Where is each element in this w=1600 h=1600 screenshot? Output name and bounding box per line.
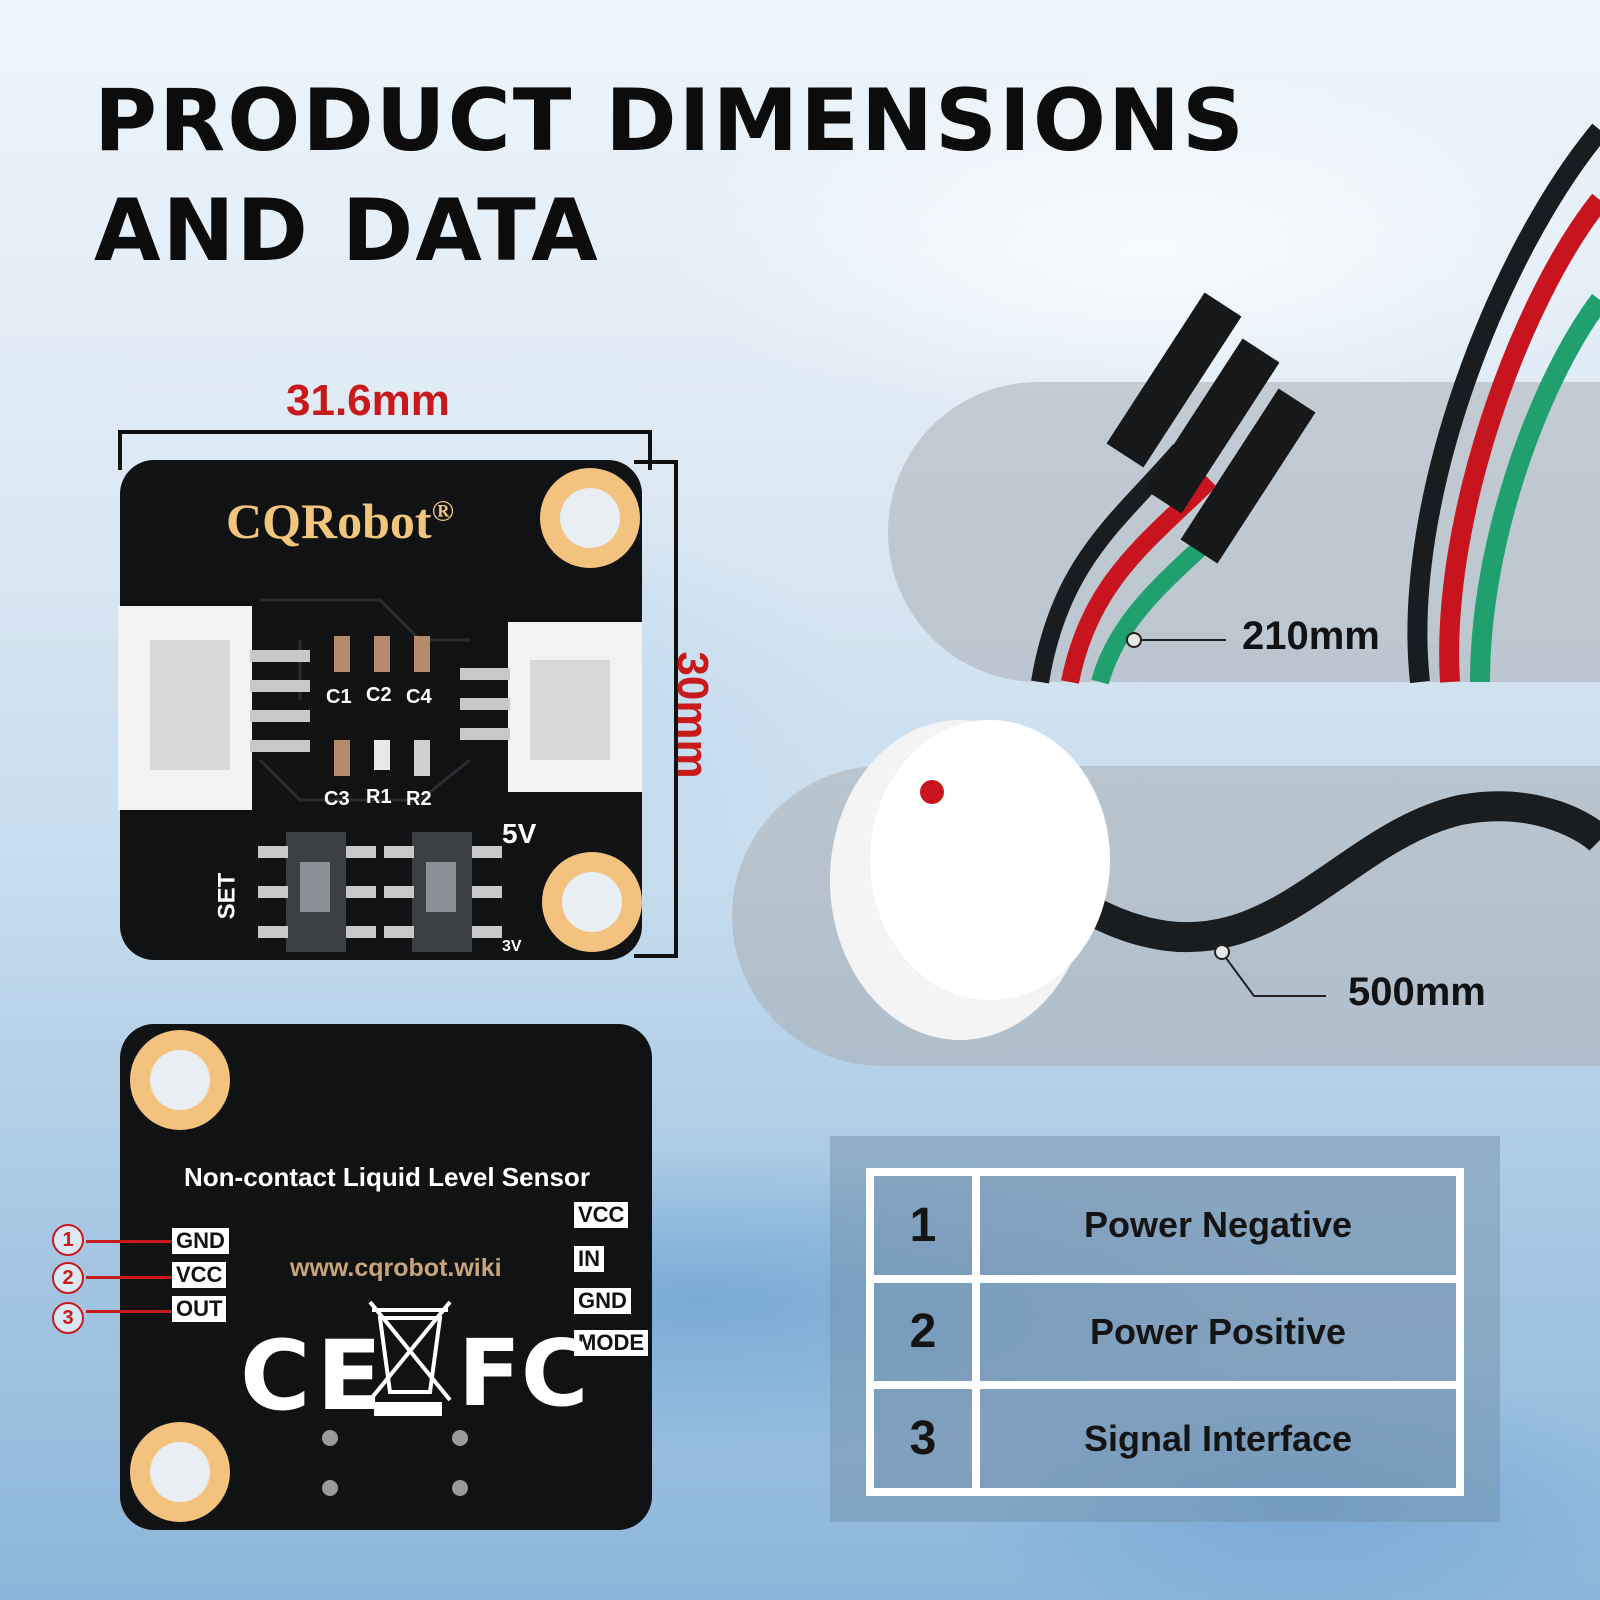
table-row: 2 Power Positive [866, 1274, 1464, 1390]
mounting-hole-bottom-pcb-bottom-left [130, 1422, 230, 1522]
sensor-name-label: Non-contact Liquid Level Sensor [184, 1162, 590, 1192]
pin-2-line [86, 1276, 172, 1279]
pin-3-marker: 3 [52, 1302, 84, 1334]
silk-set: SET [213, 872, 241, 920]
pin-1-marker: 1 [52, 1224, 84, 1256]
connector-left [118, 606, 310, 810]
pin-number: 3 [866, 1381, 980, 1496]
sensor-probe [830, 720, 1110, 1040]
cable-length-label: 210mm [1242, 614, 1380, 658]
silk-r1: R1 [366, 786, 392, 808]
pin-right-vcc: VCC [574, 1202, 629, 1228]
mounting-hole-bottom-pcb-top-left [130, 1030, 230, 1130]
ce-mark: CE [240, 1320, 389, 1432]
pin-vcc-label: VCC [172, 1262, 227, 1288]
dupont-connector-2 [1144, 338, 1280, 514]
table-row: 3 Signal Interface [866, 1381, 1464, 1496]
pin-gnd-label: GND [172, 1228, 229, 1254]
pin-3-line [86, 1310, 172, 1313]
pin-number: 2 [866, 1274, 980, 1390]
pin-right-gnd: GND [574, 1288, 631, 1314]
height-dimension-bracket [634, 460, 678, 958]
leader-line-210 [1126, 632, 1226, 648]
table-row: 1 Power Negative [866, 1168, 1464, 1283]
fc-mark: FC [458, 1320, 589, 1427]
pin-description: Signal Interface [972, 1381, 1464, 1496]
pin-definition-table: 1 Power Negative 2 Power Positive 3 Sign… [866, 1168, 1464, 1496]
slide-switch-set [258, 832, 376, 952]
pin-right-in: IN [574, 1246, 604, 1272]
pcb-traces [258, 598, 471, 802]
brand-logo: CQRobot® [226, 492, 454, 550]
registered-mark: ® [431, 494, 454, 528]
page-title-line2: AND DATA [94, 181, 600, 281]
wire-bundle-upper [1031, 123, 1600, 685]
silk-5v: 5V [502, 818, 537, 849]
silk-c4: C4 [406, 686, 432, 708]
pin-2-marker: 2 [52, 1262, 84, 1294]
weee-bin-icon [368, 1300, 452, 1416]
probe-cable-length-label: 500mm [1348, 970, 1486, 1014]
pin-right-mode: MODE [574, 1330, 648, 1356]
silk-c3: C3 [324, 788, 350, 810]
page-title-line1: PRODUCT DIMENSIONS [94, 71, 1246, 171]
website-url: www.cqrobot.wiki [290, 1254, 502, 1282]
pin-number: 1 [866, 1168, 980, 1283]
brand-name: CQRobot [226, 493, 432, 549]
connector-right [460, 622, 642, 792]
mounting-hole-top-right [540, 468, 640, 568]
width-dimension-bracket [118, 430, 652, 470]
width-dimension-label: 31.6mm [286, 376, 450, 425]
pin-description: Power Positive [972, 1274, 1464, 1390]
pin-1-line [86, 1240, 172, 1243]
smd-components [334, 636, 430, 776]
silk-c1: C1 [326, 686, 352, 708]
leader-line-500 [1214, 944, 1326, 997]
probe-cable [1082, 791, 1600, 953]
pin-out-label: OUT [172, 1296, 227, 1322]
silk-3v: 3V [502, 938, 522, 955]
pin-description: Power Negative [972, 1168, 1464, 1283]
mounting-hole-bottom-right [542, 852, 642, 952]
through-hole-pads [322, 1430, 468, 1496]
pin-definition-panel: 1 Power Negative 2 Power Positive 3 Sign… [830, 1136, 1500, 1522]
silk-r2: R2 [406, 788, 432, 810]
dupont-connector-3 [1180, 388, 1316, 564]
silk-c2: C2 [366, 684, 392, 706]
dupont-connector-1 [1106, 292, 1242, 468]
slide-switch-voltage [384, 832, 502, 952]
height-dimension-label: 30mm [668, 651, 717, 779]
